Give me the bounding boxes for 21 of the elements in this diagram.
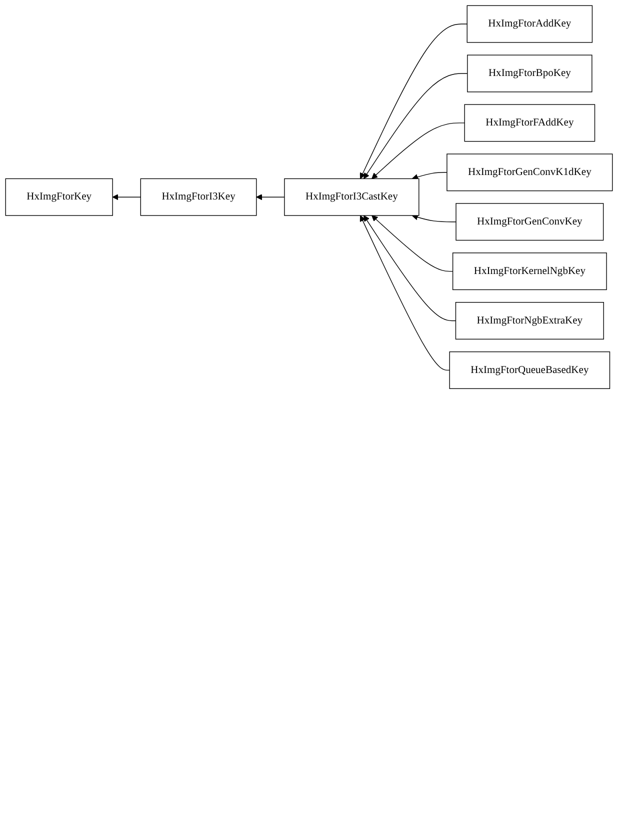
arrow xyxy=(364,73,468,179)
arrow xyxy=(372,122,465,179)
arrow xyxy=(360,215,450,371)
node-box: HxImgFtorGenConvK1dKey xyxy=(446,154,613,192)
arrow xyxy=(412,172,448,180)
node-box: HxImgFtorI3CastKey xyxy=(284,178,420,216)
node-box: HxImgFtorAddKey xyxy=(466,5,593,43)
node-box: HxImgFtorKey xyxy=(5,178,113,216)
arrow xyxy=(372,215,454,272)
node-box: HxImgFtorI3Key xyxy=(140,178,257,216)
arrow xyxy=(112,194,141,200)
node-box: HxImgFtorKernelNgbKey xyxy=(452,252,607,290)
arrow xyxy=(412,214,456,222)
arrow xyxy=(364,215,456,322)
arrow xyxy=(360,24,468,179)
node-box: HxImgFtorFAddKey xyxy=(464,104,596,142)
node-box: HxImgFtorGenConvKey xyxy=(456,203,604,241)
node-box: HxImgFtorQueueBasedKey xyxy=(449,351,610,389)
arrow xyxy=(256,194,285,200)
node-box: HxImgFtorBpoKey xyxy=(467,54,592,92)
node-box: HxImgFtorNgbExtraKey xyxy=(455,302,604,340)
